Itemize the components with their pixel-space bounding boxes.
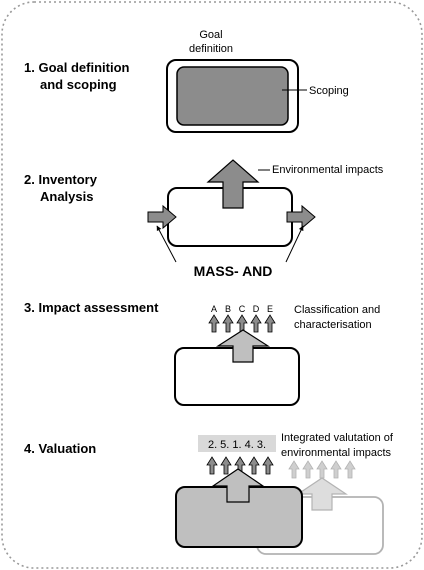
step-1-title-line2: and scoping [40, 77, 117, 92]
step-3-title: 3. Impact assessment [24, 300, 159, 315]
valuation-arrow-1 [206, 456, 218, 475]
impact-letter-a: A [211, 304, 217, 314]
faded-main-arrow [296, 477, 348, 511]
faded-arrow-5 [344, 460, 356, 479]
valuation-ranking-bar [198, 435, 276, 452]
classification-label-line1: Classification and [294, 304, 380, 316]
impact-letter-d: D [253, 304, 260, 314]
impact-category-arrows [208, 314, 276, 333]
impact-letter-e: E [267, 304, 273, 314]
scoping-label: Scoping [309, 85, 349, 97]
impact-arrow-e [264, 314, 276, 333]
faded-arrow-3 [316, 460, 328, 479]
goal-definition-label-line1: Goal [199, 29, 222, 41]
valuation-arrow-4 [248, 456, 260, 475]
valuation-arrow-5 [262, 456, 274, 475]
impact-category-letters: A B C D E [211, 304, 273, 314]
impact-arrow-b [222, 314, 234, 333]
output-arrow [286, 204, 316, 230]
step-2-title-line2: Analysis [40, 189, 93, 204]
faded-arrow-2 [302, 460, 314, 479]
goal-definition-label-line2: definition [189, 43, 233, 55]
valuation-arrow-2 [220, 456, 232, 475]
impact-assessment-arrow [215, 329, 271, 363]
valuation-main-arrow [211, 468, 265, 503]
impact-letter-b: B [225, 304, 231, 314]
valuation-category-arrows [206, 456, 274, 475]
mass-and-label: MASS- AND [194, 263, 273, 279]
faded-arrow-1 [288, 460, 300, 479]
mass-and-pointer-left [156, 225, 177, 263]
step-1-title-line1: 1. Goal definition [24, 60, 130, 75]
impact-arrow-a [208, 314, 220, 333]
step-4-title: 4. Valuation [24, 441, 96, 456]
environmental-impacts-arrow [206, 159, 260, 209]
faded-arrow-4 [330, 460, 342, 479]
input-arrow [147, 204, 177, 230]
environmental-impacts-label: Environmental impacts [272, 164, 384, 176]
scoping-box [176, 66, 289, 126]
impact-letter-c: C [239, 304, 246, 314]
valuation-ranking-numbers: 2. 5. 1. 4. 3. [208, 439, 266, 451]
impact-arrow-d [250, 314, 262, 333]
mass-and-pointer-right [285, 225, 304, 263]
faded-valuation-arrows [288, 460, 356, 479]
classification-label-line2: characterisation [294, 319, 372, 331]
integrated-valuation-label-line1: Integrated valutation of [281, 432, 394, 444]
step-2-title-line1: 2. Inventory [24, 172, 98, 187]
integrated-valuation-label-line2: environmental impacts [281, 447, 392, 459]
